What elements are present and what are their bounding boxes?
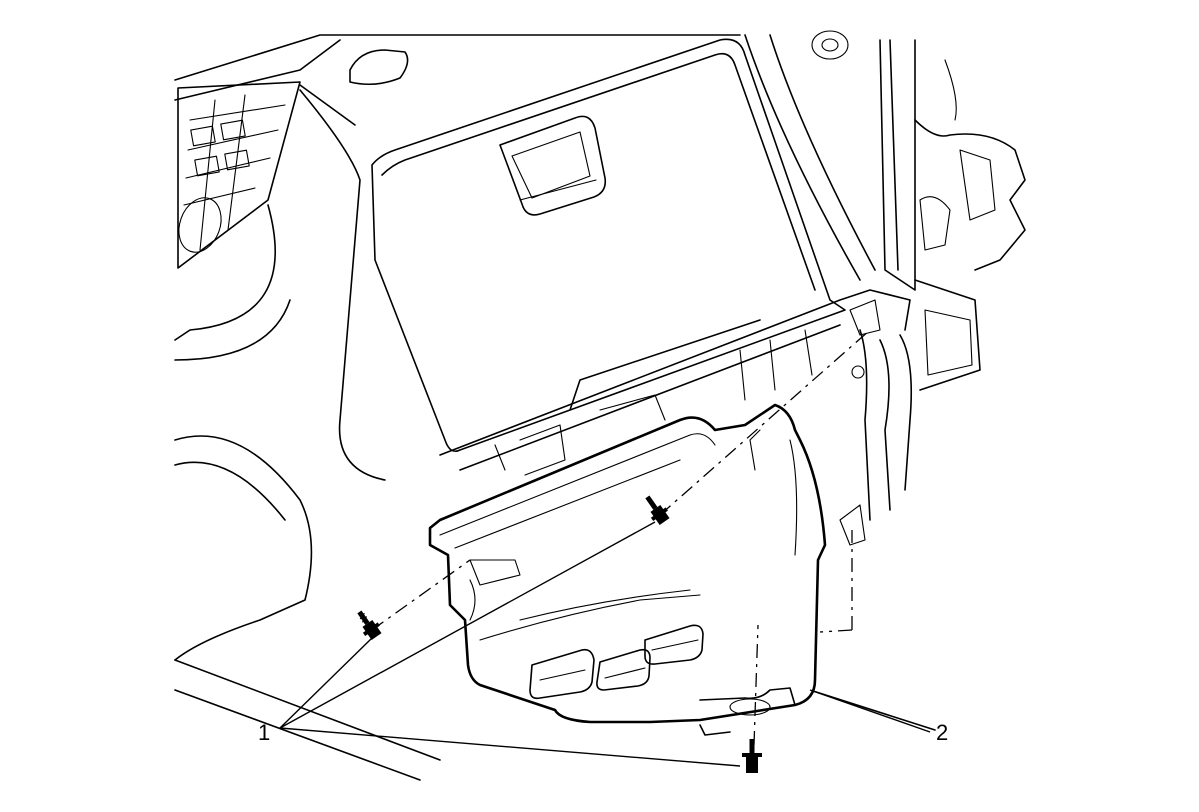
instrument-panel <box>174 34 936 781</box>
fastener-alignment-lines <box>371 329 871 746</box>
glove-box-door <box>371 38 846 453</box>
screw-1-left <box>357 610 382 640</box>
glove-box-latch-handle <box>499 115 607 216</box>
compartment-storage-wells <box>529 624 704 700</box>
screw-1-center <box>645 495 670 525</box>
glove-box-compartment <box>428 403 827 736</box>
dash-side-structure <box>744 30 1026 391</box>
callout-1-leaders <box>279 521 741 767</box>
callout-2-leader <box>809 689 931 733</box>
center-stack <box>177 81 301 269</box>
glove-box-housing <box>439 289 912 546</box>
screw-1-bottom <box>742 739 762 773</box>
callout-label-1: 1 <box>258 720 270 745</box>
callout-label-2: 2 <box>936 720 948 745</box>
